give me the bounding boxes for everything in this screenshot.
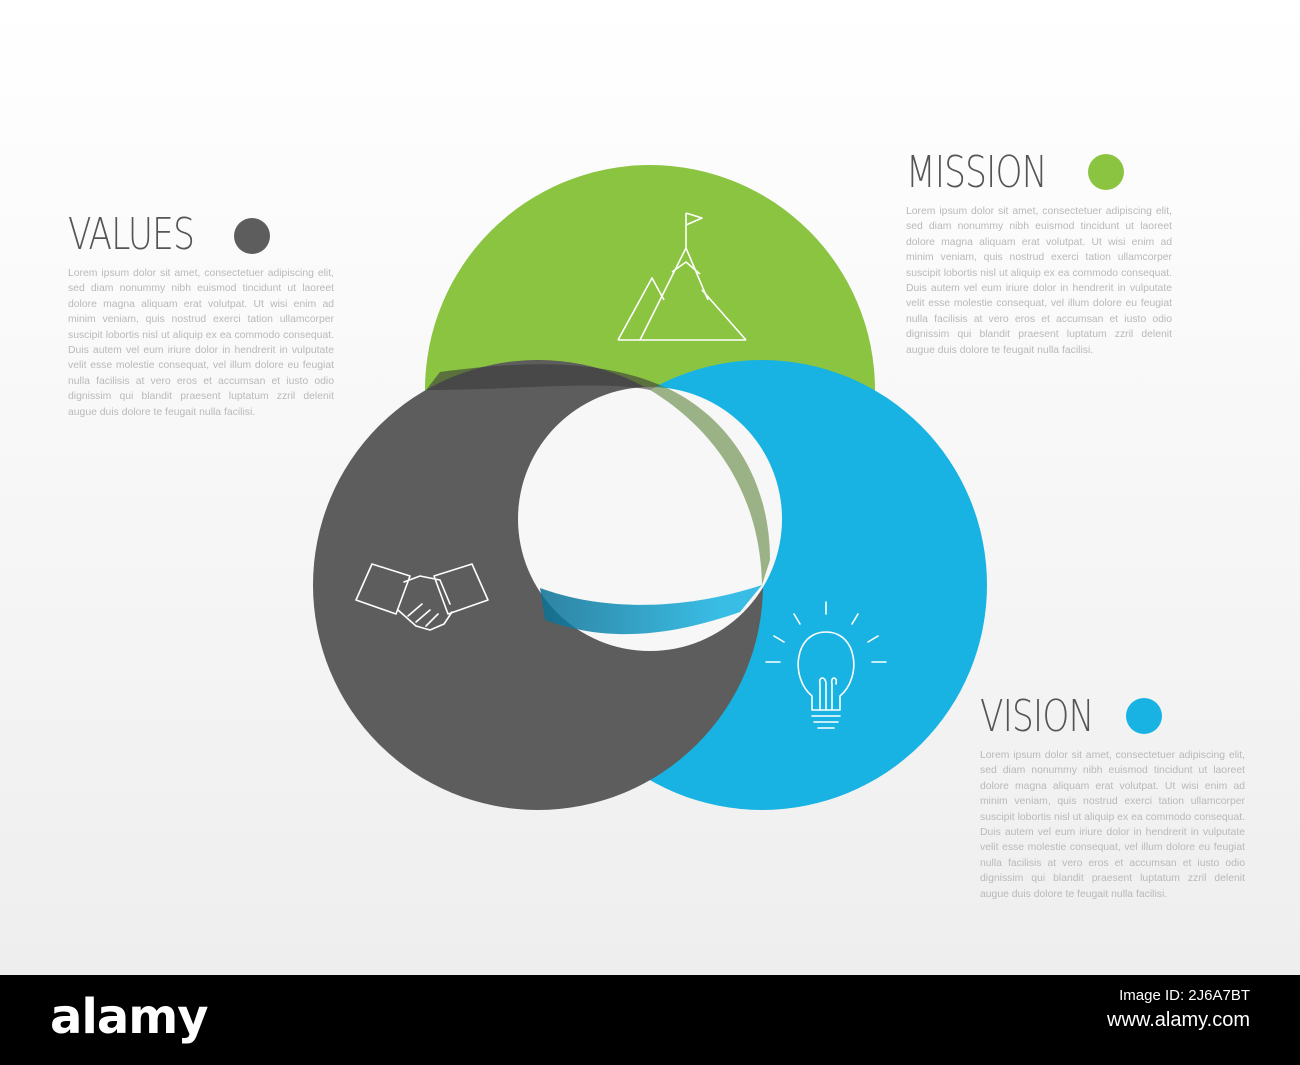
center-hole xyxy=(518,387,782,651)
infographic-canvas: VALUES Lorem ipsum dolor sit amet, conse… xyxy=(0,0,1300,975)
image-id: Image ID: 2J6A7BT xyxy=(1119,987,1250,1004)
values-title: VALUES xyxy=(68,208,195,260)
venn-rings-diagram xyxy=(313,165,987,810)
vision-dot xyxy=(1126,698,1162,734)
values-body: Lorem ipsum dolor sit amet, consectetuer… xyxy=(68,268,334,418)
vision-title: VISION xyxy=(980,690,1094,742)
values-twist-shadow xyxy=(426,364,660,390)
mission-block: MISSION Lorem ipsum dolor sit amet, cons… xyxy=(906,146,1172,358)
mountain-flag-icon xyxy=(617,212,747,341)
vision-block: VISION Lorem ipsum dolor sit amet, conse… xyxy=(980,690,1245,902)
vision-twist-shadow xyxy=(540,585,762,635)
vision-body: Lorem ipsum dolor sit amet, consectetuer… xyxy=(980,750,1245,900)
watermark-footer: alamy Image ID: 2J6A7BT www.alamy.com xyxy=(0,975,1300,1065)
brand-logo[interactable]: alamy xyxy=(50,989,209,1045)
mission-twist-shadow xyxy=(650,385,770,585)
site-url[interactable]: www.alamy.com xyxy=(1107,1009,1250,1031)
handshake-icon xyxy=(355,563,489,631)
mission-body: Lorem ipsum dolor sit amet, consectetuer… xyxy=(906,206,1172,356)
values-block: VALUES Lorem ipsum dolor sit amet, conse… xyxy=(68,208,334,420)
values-dot xyxy=(234,218,270,254)
lightbulb-icon xyxy=(765,601,887,729)
mission-dot xyxy=(1088,154,1124,190)
mission-title: MISSION xyxy=(906,146,1047,198)
